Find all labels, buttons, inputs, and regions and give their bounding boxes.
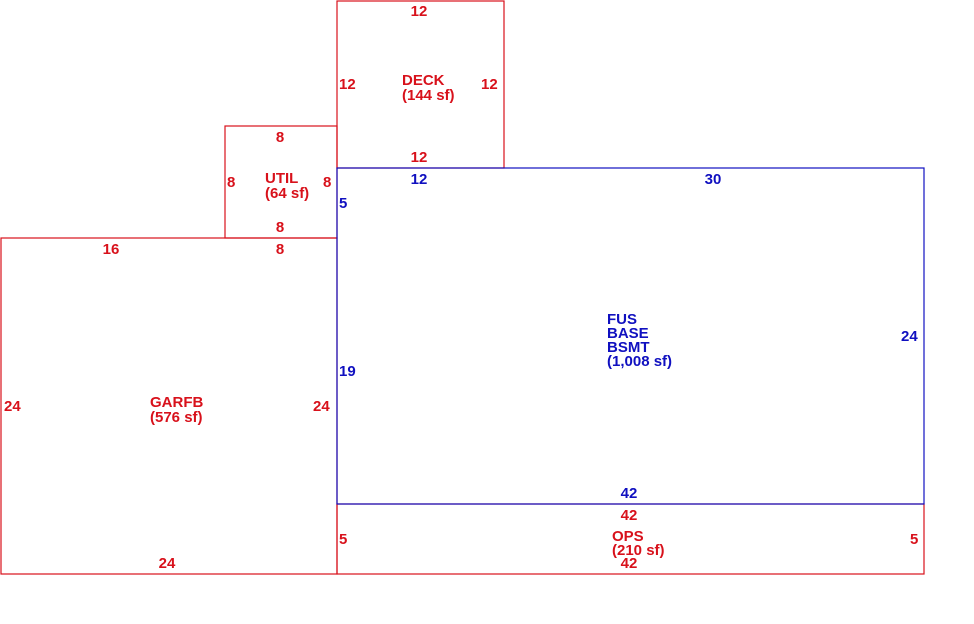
deck-bottom-dimension: 12 (411, 149, 428, 166)
garfb-name-label: GARFB (150, 394, 203, 411)
fus-bottom-dimension: 42 (621, 485, 638, 502)
ops-left-dimension: 5 (339, 531, 347, 548)
util-right-dimension: 8 (323, 174, 331, 191)
deck-left-dimension: 12 (339, 76, 356, 93)
deck-right-dimension: 12 (481, 76, 498, 93)
deck-area-label: (144 sf) (402, 87, 455, 104)
garfb-right-dimension: 24 (313, 398, 330, 415)
fus-left-lower-dimension: 19 (339, 363, 356, 380)
fus-left-upper-dimension: 5 (339, 195, 347, 212)
util-area: 8 8 8 8 UTIL (64 sf) (224, 125, 338, 239)
ops-bottom-dimension: 42 (621, 555, 638, 572)
fus-name-label: FUS (607, 311, 637, 328)
garfb-left-dimension: 24 (4, 398, 21, 415)
garfb-area: 16 8 24 24 24 GARFB (576 sf) (0, 237, 338, 575)
util-top-dimension: 8 (276, 129, 284, 146)
garfb-top-right-dimension: 8 (276, 241, 284, 258)
util-left-dimension: 8 (227, 174, 235, 191)
fus-right-dimension: 24 (901, 328, 918, 345)
fus-top-right-dimension: 30 (705, 171, 722, 188)
bsmt-name-label: BSMT (607, 339, 650, 356)
util-area-label: (64 sf) (265, 185, 309, 202)
garfb-bottom-dimension: 24 (159, 555, 176, 572)
ops-area: 42 5 5 42 OPS (210 sf) (336, 503, 925, 575)
ops-right-dimension: 5 (910, 531, 918, 548)
ops-name-label: OPS (612, 528, 644, 545)
base-name-label: BASE (607, 325, 649, 342)
util-name-label: UTIL (265, 170, 298, 187)
fus-outline (336, 167, 925, 505)
deck-area: 12 12 12 12 DECK (144 sf) (336, 0, 505, 169)
deck-name-label: DECK (402, 72, 445, 89)
fus-area-label: (1,008 sf) (607, 353, 672, 370)
garfb-top-left-dimension: 16 (103, 241, 120, 258)
ops-area-label: (210 sf) (612, 542, 665, 559)
deck-top-dimension: 12 (411, 3, 428, 20)
util-bottom-dimension: 8 (276, 219, 284, 236)
fus-base-bsmt-area: 12 30 5 19 24 42 FUS BASE BSMT (1,008 sf… (336, 167, 925, 505)
fus-top-left-dimension: 12 (411, 171, 428, 188)
garfb-area-label: (576 sf) (150, 409, 203, 426)
ops-top-dimension: 42 (621, 507, 638, 524)
